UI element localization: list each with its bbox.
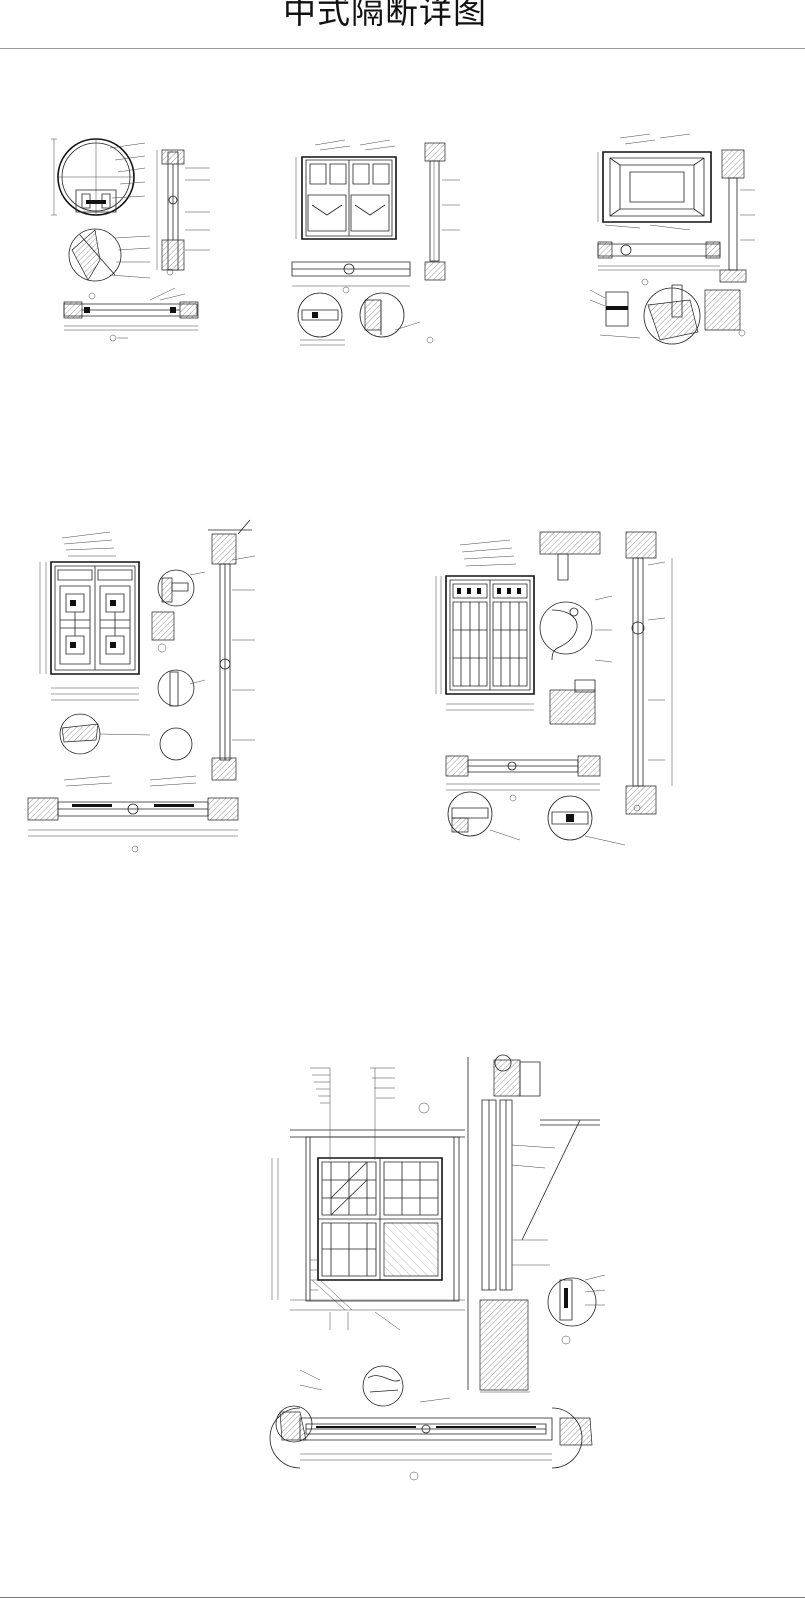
panel-mid-right: [436, 532, 672, 845]
footer-rule: [0, 1597, 805, 1598]
panel-mid-left: [28, 520, 255, 852]
panel-top-left: [51, 139, 210, 341]
panel-bottom: [270, 1055, 605, 1480]
header-rule: [0, 48, 805, 49]
panel-top-right: [590, 134, 755, 344]
panel-top-center: [292, 140, 460, 345]
page-title: 中式隔断详图: [283, 0, 487, 31]
